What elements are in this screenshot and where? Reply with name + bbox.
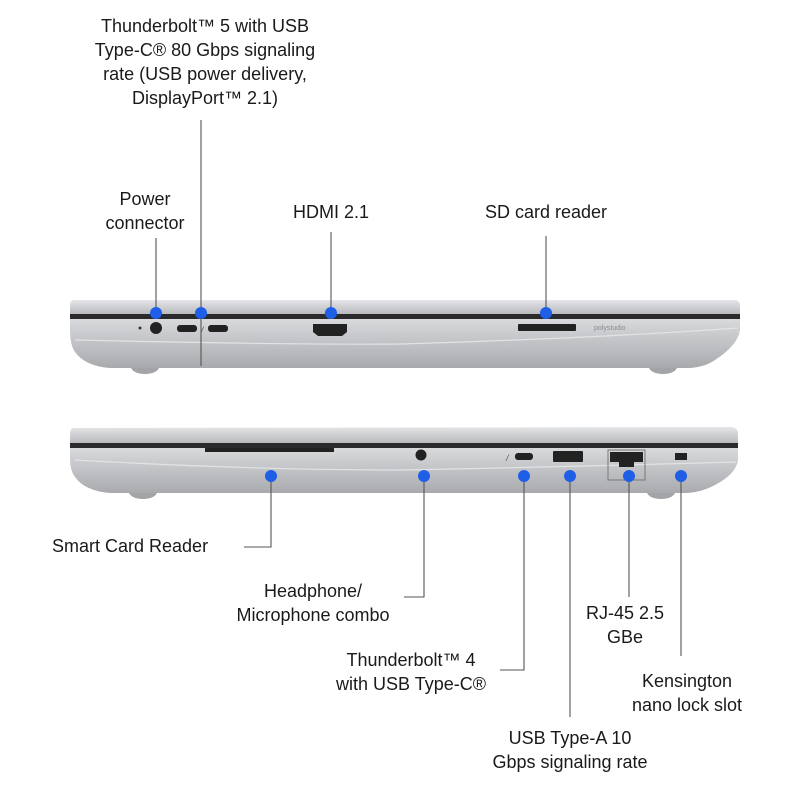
label-audio-combo: Headphone/ Microphone combo bbox=[236, 579, 389, 627]
label-line: Thunderbolt™ 5 with USB bbox=[100, 16, 310, 36]
audio-jack-icon bbox=[415, 449, 427, 461]
label-rj45: RJ-45 2.5 GBe bbox=[586, 601, 664, 649]
label-power-connector: Power connector bbox=[105, 187, 184, 235]
label-line: with USB Type-C® bbox=[336, 674, 486, 694]
label-line: nano lock slot bbox=[631, 695, 743, 715]
hdmi-port-icon bbox=[313, 324, 347, 336]
callout-dots bbox=[150, 307, 687, 482]
label-line: Microphone combo bbox=[236, 605, 390, 625]
callout-dot bbox=[418, 470, 430, 482]
led-icon bbox=[138, 326, 142, 330]
callout-dot bbox=[518, 470, 530, 482]
callout-dot bbox=[540, 307, 552, 319]
svg-text:/: / bbox=[505, 453, 510, 463]
label-line: Gbps signaling rate bbox=[492, 752, 648, 772]
label-kensington: Kensington nano lock slot bbox=[632, 669, 742, 717]
label-line: rate (USB power delivery, bbox=[103, 64, 307, 84]
callout-dot bbox=[564, 470, 576, 482]
callout-dot bbox=[675, 470, 687, 482]
label-line: Kensington bbox=[641, 671, 733, 691]
label-line: connector bbox=[105, 213, 185, 233]
label-line: USB Type-A 10 bbox=[508, 728, 632, 748]
callout-dot bbox=[325, 307, 337, 319]
smart-card-slot-icon bbox=[205, 448, 334, 452]
label-line: Headphone/ bbox=[263, 581, 363, 601]
callout-dot bbox=[623, 470, 635, 482]
label-thunderbolt-4: Thunderbolt™ 4 with USB Type-C® bbox=[336, 648, 486, 696]
usb-c-port-icon bbox=[515, 453, 533, 460]
usb-c-port-icon bbox=[208, 325, 228, 332]
label-line: SD card reader bbox=[484, 202, 608, 222]
label-line: Smart Card Reader bbox=[52, 536, 209, 556]
usb-a-port-icon bbox=[553, 451, 583, 462]
label-smart-card-reader: Smart Card Reader bbox=[52, 534, 208, 558]
label-line: Thunderbolt™ 4 bbox=[346, 650, 476, 670]
laptop-left-side: / polystudio bbox=[70, 300, 740, 374]
callout-dot bbox=[150, 307, 162, 319]
label-sd-card-reader: SD card reader bbox=[485, 200, 607, 224]
label-line: Power bbox=[119, 189, 171, 209]
lock-slot-icon bbox=[675, 453, 687, 460]
usb-c-port-icon bbox=[177, 325, 197, 332]
label-usb-a: USB Type-A 10 Gbps signaling rate bbox=[492, 726, 647, 774]
brand-logo: polystudio bbox=[594, 325, 626, 332]
label-line: DisplayPort™ 2.1) bbox=[131, 88, 279, 108]
label-line: Type-C® 80 Gbps signaling bbox=[94, 40, 316, 60]
sd-slot-icon bbox=[518, 324, 576, 331]
leader-lines bbox=[155, 120, 682, 717]
callout-dot bbox=[195, 307, 207, 319]
rj45-port-icon bbox=[610, 452, 643, 467]
label-line: RJ-45 2.5 bbox=[585, 603, 665, 623]
label-hdmi: HDMI 2.1 bbox=[293, 200, 369, 224]
laptop-right-side: / bbox=[70, 427, 738, 499]
svg-text:/: / bbox=[200, 325, 205, 335]
callout-dot bbox=[265, 470, 277, 482]
power-port-icon bbox=[150, 322, 162, 334]
label-thunderbolt-5: Thunderbolt™ 5 with USB Type-C® 80 Gbps … bbox=[95, 14, 315, 110]
label-line: GBe bbox=[606, 627, 644, 647]
label-line: HDMI 2.1 bbox=[292, 202, 370, 222]
